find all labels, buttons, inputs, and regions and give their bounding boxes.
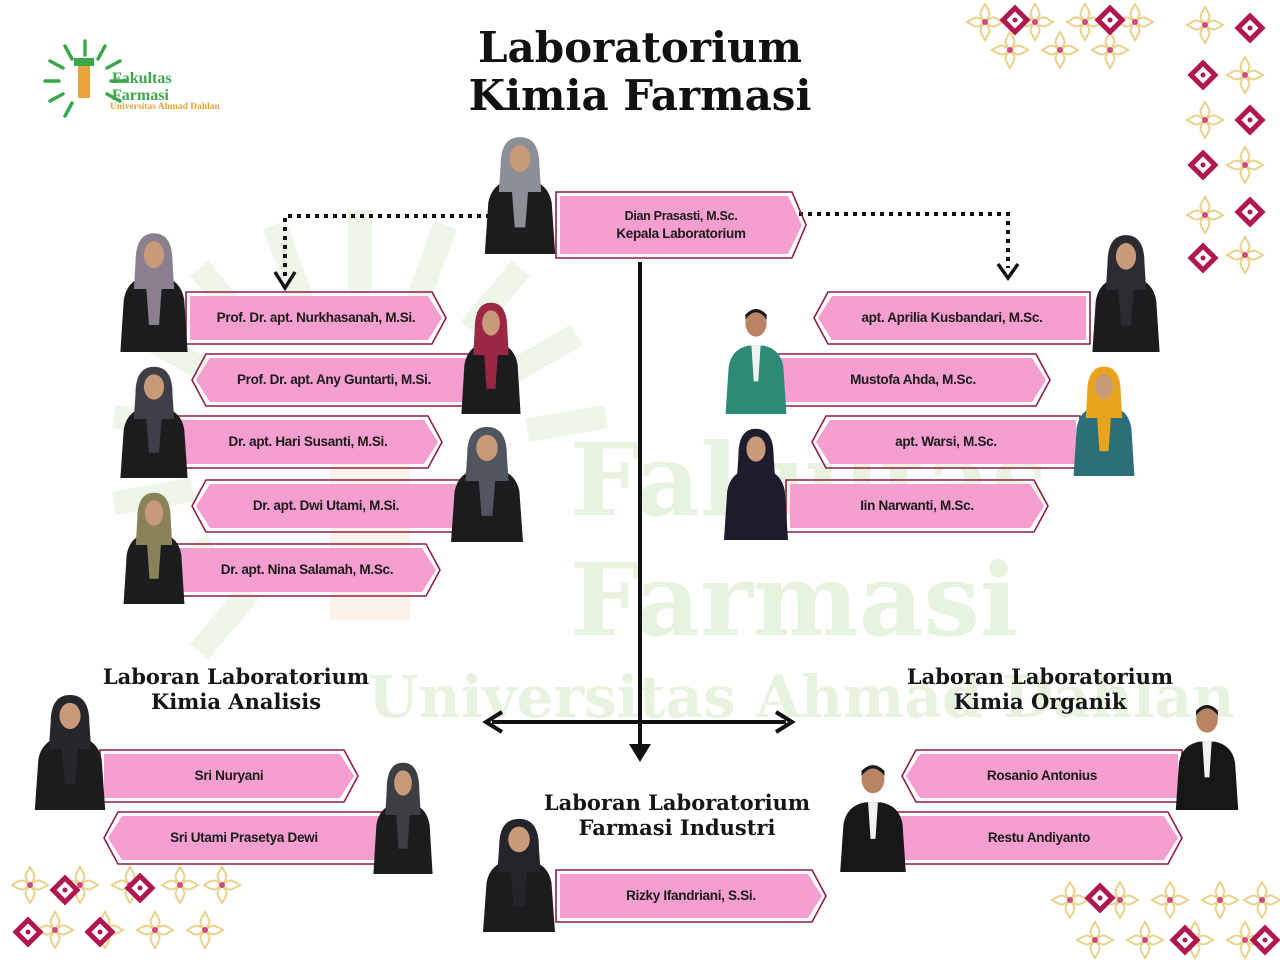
staff-photo xyxy=(454,296,528,414)
staff-photo xyxy=(1084,228,1168,352)
staff-name: Dr. apt. Nina Salamah, M.Sc. xyxy=(220,562,394,577)
ornament-bottom-left xyxy=(11,866,241,949)
staff-name: Rizky Ifandriani, S.Si. xyxy=(626,888,756,903)
staff-photo xyxy=(474,812,564,932)
plate-right-staff-3: apt. Warsi, M.Sc. xyxy=(811,415,1081,469)
plate-left-staff-1: Prof. Dr. apt. Nurkhasanah, M.Si. xyxy=(185,291,447,345)
staff-name: apt. Aprilia Kusbandari, M.Sc. xyxy=(861,310,1043,325)
plate-left-staff-3: Dr. apt. Hari Susanti, M.Si. xyxy=(173,415,443,469)
section-analisis-line-1: Laboran Laboratorium xyxy=(102,664,370,689)
plate-left-staff-2: Prof. Dr. apt. Any Guntarti, M.Si. xyxy=(191,353,477,407)
section-industri-line-1: Laboran Laboratorium xyxy=(543,790,811,815)
staff-name: Prof. Dr. apt. Any Guntarti, M.Si. xyxy=(236,372,432,387)
page-title: Laboratorium Kimia Farmasi xyxy=(390,24,890,120)
staff-photo xyxy=(718,300,794,414)
staff-name: Dr. apt. Hari Susanti, M.Si. xyxy=(228,434,388,449)
title-line-1: Laboratorium xyxy=(478,23,802,72)
plate-right-staff-4: Iin Narwanti, M.Sc. xyxy=(785,479,1049,533)
staff-name: Mustofa Ahda, M.Sc. xyxy=(850,372,976,387)
plate-organik-1: Rosanio Antonius xyxy=(901,749,1183,803)
plate-right-staff-1: apt. Aprilia Kusbandari, M.Sc. xyxy=(813,291,1091,345)
staff-name: Sri Nuryani xyxy=(194,768,264,783)
plate-analisis-2: Sri Utami Prasetya Dewi xyxy=(103,811,385,865)
plate-head: Dian Prasasti, M.Sc. Kepala Laboratorium xyxy=(555,191,807,259)
logo-line-3: Universitas Ahmad Dahlan xyxy=(110,102,220,112)
section-title-organik: Laboran Laboratorium Kimia Organik xyxy=(900,664,1180,714)
staff-photo xyxy=(476,130,564,254)
staff-name: Dr. apt. Dwi Utami, M.Si. xyxy=(252,498,400,513)
section-title-analisis: Laboran Laboratorium Kimia Analisis xyxy=(96,664,376,714)
staff-name: Restu Andiyanto xyxy=(987,830,1091,845)
section-title-industri: Laboran Laboratorium Farmasi Industri xyxy=(537,790,817,840)
plate-analisis-1: Sri Nuryani xyxy=(99,749,359,803)
staff-photo xyxy=(442,420,532,542)
section-industri-line-2: Farmasi Industri xyxy=(578,815,776,840)
logo-line-2: Farmasi xyxy=(112,87,169,104)
staff-photo xyxy=(112,226,196,352)
head-name: Dian Prasasti, M.Sc. xyxy=(624,209,738,223)
staff-name: Rosanio Antonius xyxy=(986,768,1098,783)
watermark-line-3: Universitas Ahmad Dahlan xyxy=(368,663,1235,731)
section-organik-line-2: Kimia Organik xyxy=(953,689,1127,714)
staff-photo xyxy=(716,422,796,540)
staff-photo xyxy=(1168,696,1246,810)
title-line-2: Kimia Farmasi xyxy=(468,71,812,120)
head-role: Kepala Laboratorium xyxy=(616,226,746,241)
staff-photo xyxy=(1066,360,1142,476)
staff-photo xyxy=(116,486,192,604)
staff-photo xyxy=(832,756,914,872)
plate-industri-1: Rizky Ifandriani, S.Si. xyxy=(555,869,827,923)
staff-name: Iin Narwanti, M.Sc. xyxy=(860,498,974,513)
staff-photo xyxy=(366,756,440,874)
staff-photo xyxy=(112,360,196,478)
ornament-bottom-right xyxy=(1051,881,1280,959)
sunburst-icon xyxy=(43,39,127,118)
staff-name: apt. Warsi, M.Sc. xyxy=(895,434,997,449)
section-analisis-line-2: Kimia Analisis xyxy=(150,689,322,714)
plate-left-staff-4: Dr. apt. Dwi Utami, M.Si. xyxy=(191,479,461,533)
watermark-line-2: Farmasi xyxy=(570,541,1018,659)
staff-photo xyxy=(26,688,114,810)
staff-name: Prof. Dr. apt. Nurkhasanah, M.Si. xyxy=(216,310,416,325)
plate-right-staff-2: Mustofa Ahda, M.Sc. xyxy=(775,353,1051,407)
logo-line-1: Fakultas xyxy=(112,70,172,87)
plate-organik-2: Restu Andiyanto xyxy=(895,811,1183,865)
staff-name: Sri Utami Prasetya Dewi xyxy=(170,830,318,845)
section-organik-line-1: Laboran Laboratorium xyxy=(906,664,1174,689)
plate-left-staff-5: Dr. apt. Nina Salamah, M.Sc. xyxy=(173,543,441,597)
